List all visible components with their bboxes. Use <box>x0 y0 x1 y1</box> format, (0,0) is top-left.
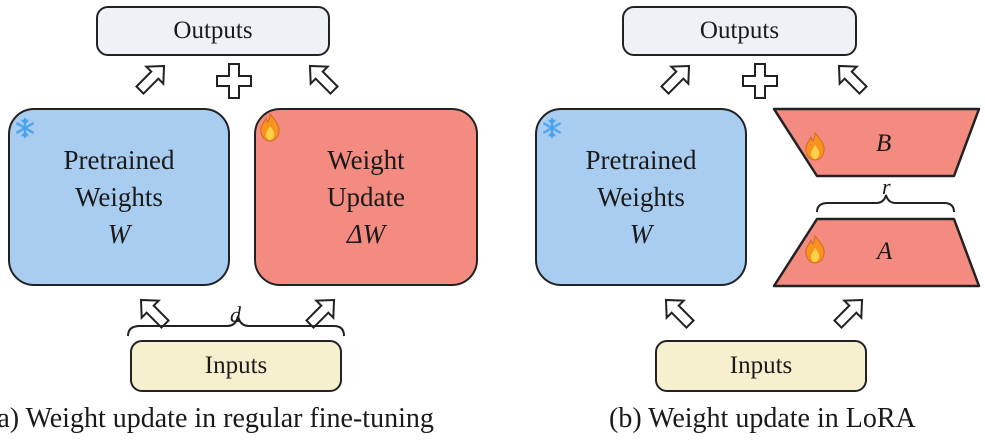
frozen-symbol-a: W <box>107 218 131 249</box>
dimension-brace-a <box>127 315 345 337</box>
inputs-box-a: Inputs <box>130 340 342 392</box>
rank-brace-b <box>816 194 955 213</box>
frozen-line2-b: Weights <box>597 181 685 212</box>
snowflake-icon <box>16 117 34 139</box>
arrow-from-inputs-left-b <box>656 290 700 334</box>
outputs-box-b: Outputs <box>622 6 857 56</box>
pretrained-weights-box-b: Pretrained Weights W <box>535 108 747 286</box>
frozen-line1-b: Pretrained <box>585 144 697 175</box>
inputs-label-a: Inputs <box>204 352 268 379</box>
arrow-to-outputs-left-a <box>130 56 174 100</box>
arrow-from-inputs-right-b <box>828 290 872 334</box>
flame-icon <box>260 113 280 142</box>
pretrained-weights-box-a: Pretrained Weights W <box>8 108 230 286</box>
matrix-b-trapezoid <box>772 107 981 178</box>
arrow-to-outputs-right-a <box>300 56 344 100</box>
plus-icon-a <box>216 63 252 99</box>
update-line2-a: Update <box>327 181 405 212</box>
caption-b: (b) Weight update in LoRA <box>609 403 916 434</box>
weight-update-box-a: Weight Update ΔW <box>254 108 478 286</box>
rank-label-r: r <box>882 174 891 199</box>
caption-a: (a) Weight update in regular fine-tuning <box>0 403 434 434</box>
inputs-label-b: Inputs <box>729 352 793 379</box>
frozen-line1-a: Pretrained <box>63 144 175 175</box>
frozen-line2-a: Weights <box>75 181 163 212</box>
matrix-a-trapezoid <box>772 217 981 288</box>
outputs-label-b: Outputs <box>699 17 780 44</box>
outputs-box-a: Outputs <box>96 6 330 56</box>
dimension-label-d: d <box>230 302 241 327</box>
arrow-to-outputs-right-b <box>829 56 873 100</box>
frozen-symbol-b: W <box>629 218 653 249</box>
snowflake-icon <box>543 117 561 139</box>
inputs-box-b: Inputs <box>655 340 867 392</box>
update-symbol-a: ΔW <box>346 218 386 249</box>
arrow-to-outputs-left-b <box>655 56 699 100</box>
outputs-label-a: Outputs <box>173 17 253 44</box>
matrix-a-label: A <box>877 238 893 265</box>
plus-icon-b <box>742 63 778 99</box>
update-line1-a: Weight <box>327 144 405 175</box>
matrix-b-label: B <box>876 130 892 157</box>
